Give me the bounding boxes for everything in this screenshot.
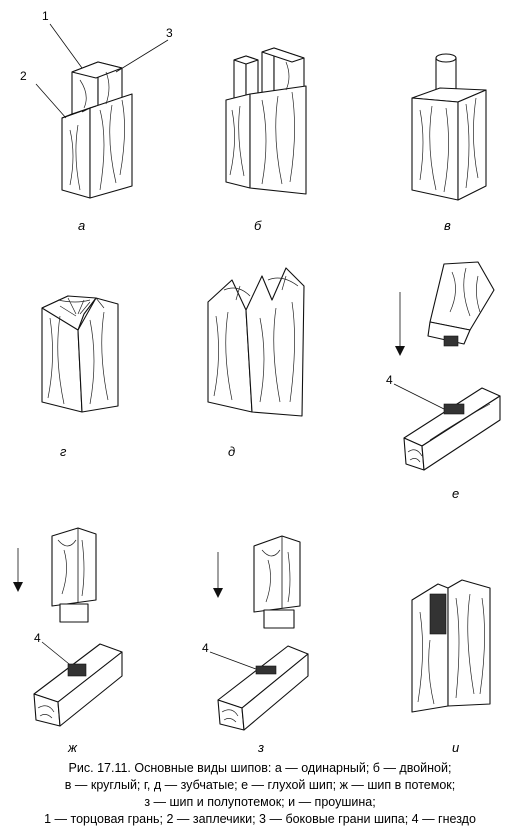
panel-a-single-tenon: 1 3 2 а	[20, 9, 173, 233]
label-b: б	[254, 218, 262, 233]
caption-line-1: Рис. 17.11. Основные виды шипов: а — оди…	[68, 761, 452, 775]
label-a: а	[78, 218, 85, 233]
caption-line-4: 1 — торцовая грань; 2 — заплечики; 3 — б…	[44, 812, 476, 826]
label-d: д	[228, 444, 235, 459]
label-z: з	[257, 740, 264, 755]
panel-i-open-mortise: и	[411, 579, 491, 755]
caption-line-2: в — круглый; г, д — зубчатые; е — глухой…	[64, 778, 456, 792]
label-i: и	[452, 740, 459, 755]
label-g: г	[60, 444, 67, 459]
panel-g-toothed: г	[41, 295, 119, 459]
callout-1: 1	[42, 9, 49, 23]
panel-d-toothed: д	[207, 267, 305, 459]
label-v: в	[444, 218, 451, 233]
label-e: е	[452, 486, 459, 501]
callout-3: 3	[166, 26, 173, 40]
callout-4-zh: 4	[34, 631, 41, 645]
joinery-figure: 1 3 2 а б в г	[13, 9, 501, 755]
panel-b-double-tenon: б	[225, 47, 307, 233]
figure-caption: Рис. 17.11. Основные виды шипов: а — оди…	[0, 760, 520, 828]
callout-2: 2	[20, 69, 27, 83]
callout-4-z: 4	[202, 641, 209, 655]
callout-4-e: 4	[386, 373, 393, 387]
panel-e-blind-tenon: 4 е	[386, 261, 501, 501]
label-zh: ж	[67, 740, 78, 755]
panel-zh-closed-tenon: 4 ж	[13, 527, 123, 755]
panel-v-round-tenon: в	[411, 53, 487, 233]
panel-z-half-closed-tenon: 4 з	[202, 535, 309, 755]
caption-line-3: з — шип и полупотемок; и — проушина;	[144, 795, 376, 809]
